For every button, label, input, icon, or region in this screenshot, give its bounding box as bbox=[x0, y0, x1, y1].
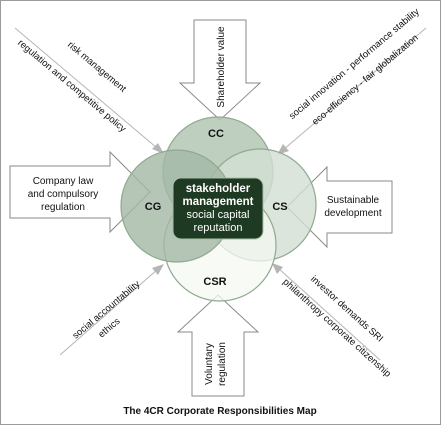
block-arrow-bottom bbox=[176, 294, 260, 397]
caption: The 4CR Corporate Responsibilities Map bbox=[123, 406, 316, 417]
diagonal-arrow-top-left bbox=[14, 27, 164, 154]
arrow-left-line-2: and compulsory bbox=[28, 189, 99, 200]
label-cc: CC bbox=[208, 128, 224, 140]
arrow-right-line-2: development bbox=[324, 208, 381, 219]
label-cg: CG bbox=[145, 201, 162, 213]
center-line-4: reputation bbox=[194, 222, 243, 234]
arrow-bottom-line-2: regulation bbox=[217, 342, 228, 386]
block-arrow-top bbox=[178, 19, 262, 121]
center-line-1: stakeholder bbox=[186, 183, 251, 195]
arrow-left-line-3: regulation bbox=[41, 202, 85, 213]
arrow-left-line-1: Company law bbox=[33, 176, 94, 187]
label-cs: CS bbox=[272, 201, 287, 213]
label-csr: CSR bbox=[203, 276, 226, 288]
center-line-2: management bbox=[183, 196, 254, 208]
arrow-right-line-1: Sustainable bbox=[327, 195, 380, 206]
center-line-3: social capital bbox=[187, 209, 250, 221]
center-box bbox=[172, 177, 264, 240]
arrow-top-label: Shareholder value bbox=[216, 26, 227, 108]
arrow-bottom-line-1: Voluntary bbox=[204, 343, 215, 385]
diagonal-arrow-bottom-right bbox=[272, 263, 381, 361]
diagonal-arrow-bottom-left bbox=[59, 264, 164, 356]
